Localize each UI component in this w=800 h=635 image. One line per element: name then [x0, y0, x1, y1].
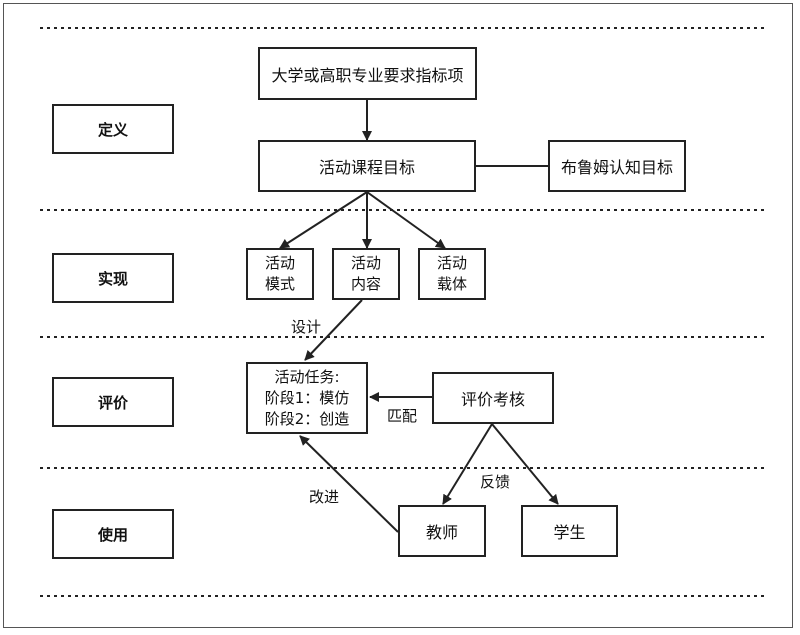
- node-activity-carrier-line1: 活动: [436, 254, 467, 272]
- node-teacher: 教师: [398, 505, 486, 557]
- node-course-goal-label: 活动课程目标: [318, 158, 415, 177]
- stage-implement: 实现: [52, 253, 174, 303]
- arrow-teacher-to-task: [299, 435, 399, 533]
- node-activity-content: 活动内容: [332, 248, 400, 300]
- node-activity-task-line2: 阶段1：模仿: [264, 388, 350, 407]
- node-student-label: 学生: [553, 523, 586, 542]
- node-activity-carrier-line2: 载体: [436, 275, 467, 293]
- node-activity-mode: 活动模式: [246, 248, 314, 300]
- edge-label-design: 设计: [291, 318, 322, 336]
- node-requirements-label: 大学或高职专业要求指标项: [271, 65, 464, 85]
- node-activity-mode-line2: 模式: [264, 275, 295, 293]
- arrow-goal-to-mode: [279, 191, 368, 249]
- node-activity-mode-line1: 活动: [264, 254, 295, 272]
- node-student: 学生: [521, 505, 618, 557]
- node-activity-task-line3: 阶段2：创造: [264, 409, 350, 428]
- diagram-frame: [3, 3, 793, 628]
- node-assessment-label: 评价考核: [460, 390, 525, 409]
- stage-implement-label: 实现: [97, 269, 128, 288]
- node-bloom-goal-label: 布鲁姆认知目标: [560, 158, 673, 177]
- arrow-goal-to-carrier: [366, 191, 446, 249]
- node-course-goal: 活动课程目标: [258, 140, 476, 192]
- stage-evaluate: 评价: [52, 377, 174, 427]
- node-requirements: 大学或高职专业要求指标项: [258, 47, 477, 100]
- node-assessment: 评价考核: [432, 372, 554, 424]
- arrow-content-to-task: [304, 299, 363, 361]
- arrow-assessment-to-student: [491, 423, 559, 505]
- arrow-assessment-to-teacher: [442, 423, 493, 505]
- node-bloom-goal: 布鲁姆认知目标: [548, 140, 686, 192]
- node-teacher-label: 教师: [425, 523, 458, 542]
- stage-use-label: 使用: [97, 525, 128, 544]
- node-activity-content-line1: 活动: [350, 254, 381, 272]
- stage-define: 定义: [52, 104, 174, 154]
- node-activity-content-line2: 内容: [350, 275, 381, 293]
- node-activity-carrier: 活动载体: [418, 248, 486, 300]
- stage-use: 使用: [52, 509, 174, 559]
- stage-define-label: 定义: [97, 120, 128, 139]
- stage-evaluate-label: 评价: [97, 393, 128, 412]
- edge-label-match: 匹配: [387, 407, 418, 425]
- node-activity-task: 活动任务: 阶段1：模仿阶段2：创造: [246, 362, 368, 434]
- edge-label-feedback: 反馈: [480, 473, 511, 491]
- node-activity-task-line1: 活动任务:: [274, 367, 340, 386]
- edge-label-improve: 改进: [309, 488, 340, 506]
